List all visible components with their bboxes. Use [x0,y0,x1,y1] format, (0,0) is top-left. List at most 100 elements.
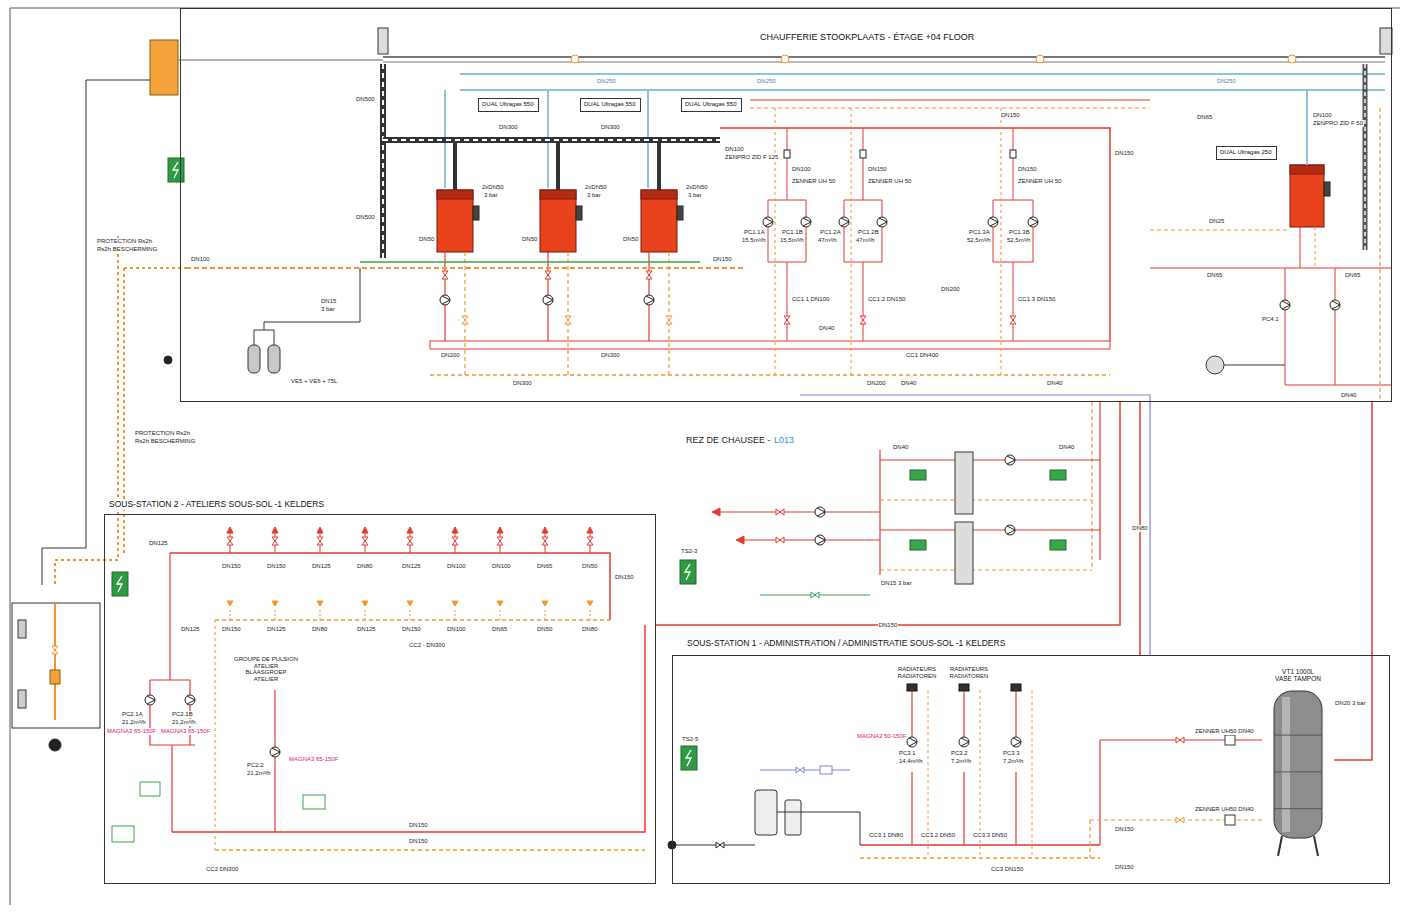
valve-symbol [545,271,551,279]
pipe-line [171,745,172,832]
flow-arrow [542,601,548,606]
flow-arrow [587,527,593,533]
flow-arrow [736,536,744,544]
flow-arrow [227,527,233,533]
pipe-label: GROUPE DE PULSION ATELIER BLAASGROEP ATE… [232,656,300,682]
chimney-cap [378,28,388,54]
pipe-line [1089,820,1090,858]
pipe-label: ZENNER UH50 DN40 [1194,728,1255,735]
pump-symbol [765,218,773,226]
flow-arrow [362,601,368,606]
valve-symbol [462,316,468,324]
pipe-label: DN300 [498,124,519,131]
pipe-label: 21,2m³/h [121,719,147,726]
pump-symbol [1332,301,1340,309]
pump-symbol [1030,218,1038,226]
pipe-size-label: DN80 [1131,525,1148,532]
pipe-line [410,608,411,620]
pump-symbol [270,747,280,757]
boiler-model-tag: DUAL Ultragas 550 [580,98,641,112]
pump-symbol [646,296,654,304]
boiler [641,190,677,199]
pump-symbol [815,507,825,517]
air-intake [150,40,178,95]
pipe-line [787,262,788,341]
make-up-water-line [800,395,1150,655]
pipe-label: 3 bar [586,192,602,199]
pipe-line [1315,227,1316,268]
pipe-label: DN150 [1000,112,1021,119]
energy-meter [1225,735,1235,745]
pump-symbol [907,737,917,747]
pipe-label: DN50 [536,626,553,633]
pipe-label: DN125 [401,563,422,570]
pipe-label: DN125 [356,626,377,633]
distribution-collector [170,553,610,620]
expansion-vessel [268,345,280,373]
equipment-label: DUAL Ultragas 550 [482,101,535,108]
boiler-model-tag: DUAL Ultragas 550 [681,98,742,112]
buffer-tank-vessel [1282,697,1290,832]
pipe-line [911,691,912,737]
substation-region: SOUS-STATION 1 - ADMINISTRATION / ADMINI… [672,636,1390,884]
pipe-line [775,108,776,375]
pipe-line [1150,267,1392,268]
pipe-line [863,262,864,341]
pipe-line [274,757,275,832]
pipe-line [189,680,190,695]
pipe-label: DN300 [600,352,621,359]
wall-hatch [18,620,26,638]
gas-line [186,267,745,269]
pipe-label: 3 bar [320,306,336,313]
pipe-line [1015,691,1016,737]
pipe-line [545,608,546,620]
pipe-label: PROTECTION Rs2h [96,238,153,245]
pipe-line [230,608,231,620]
pipe-label: PC3.2 [950,750,969,757]
pipe-line [274,690,275,747]
pump-symbol [1005,455,1015,465]
pipe-label: DN40 [1340,392,1357,399]
pump-model-label: MAGNA3 65-150F [160,728,211,735]
section-heading: REZ DE CHAUSEE - [685,436,772,446]
flow-arrow [712,508,720,516]
pipe-line [911,772,912,845]
heat-exchanger [955,452,973,514]
pump-symbol [1007,456,1015,464]
electrical-panel [685,564,690,580]
pipe-label: 3 bar [687,192,703,199]
pipe-line [1285,310,1392,385]
pipe-line [215,849,645,851]
gas-meter [49,739,61,751]
pipe-label: CC3.2 DN50 [920,832,956,839]
pipe-label: ZENNER UH 50 [791,178,836,185]
boiler-model-tag: DUAL Ultragas 550 [478,98,539,112]
pump-symbol [1028,217,1038,227]
pipe-line [750,99,1150,100]
pipe-label: DN150 [1017,166,1038,173]
damper-symbol [1036,55,1044,63]
pipe-label: DN125 [148,540,169,547]
pump-symbol [145,695,155,705]
electrical-panel [680,560,696,584]
pipe-line [777,812,860,845]
pipe-label: DN150 [401,626,422,633]
pipe-line [1013,128,1014,200]
buffer-tank-vessel [1274,691,1322,838]
pipe-label: ZENNER UH50 DN40 [1194,806,1255,813]
pipe-line [668,252,669,375]
pipe-label: DN15 3 bar [880,580,913,587]
heat-exchanger [955,522,973,584]
flow-arrow [452,527,458,533]
boiler [1290,165,1324,227]
pump-symbol [1011,737,1021,747]
sensor-tag [1050,470,1066,480]
pipe-label: DN150 [614,574,635,581]
make-up-water-line [760,770,850,771]
valve-symbol [796,767,804,773]
pipe-label: 21,2m³/h [171,719,197,726]
pipe-label: ZENNER UH 50 [1017,178,1062,185]
pipe-label: DN100 [446,563,467,570]
pipe-label: DN65 [1344,272,1361,279]
pipe-line [740,539,880,540]
